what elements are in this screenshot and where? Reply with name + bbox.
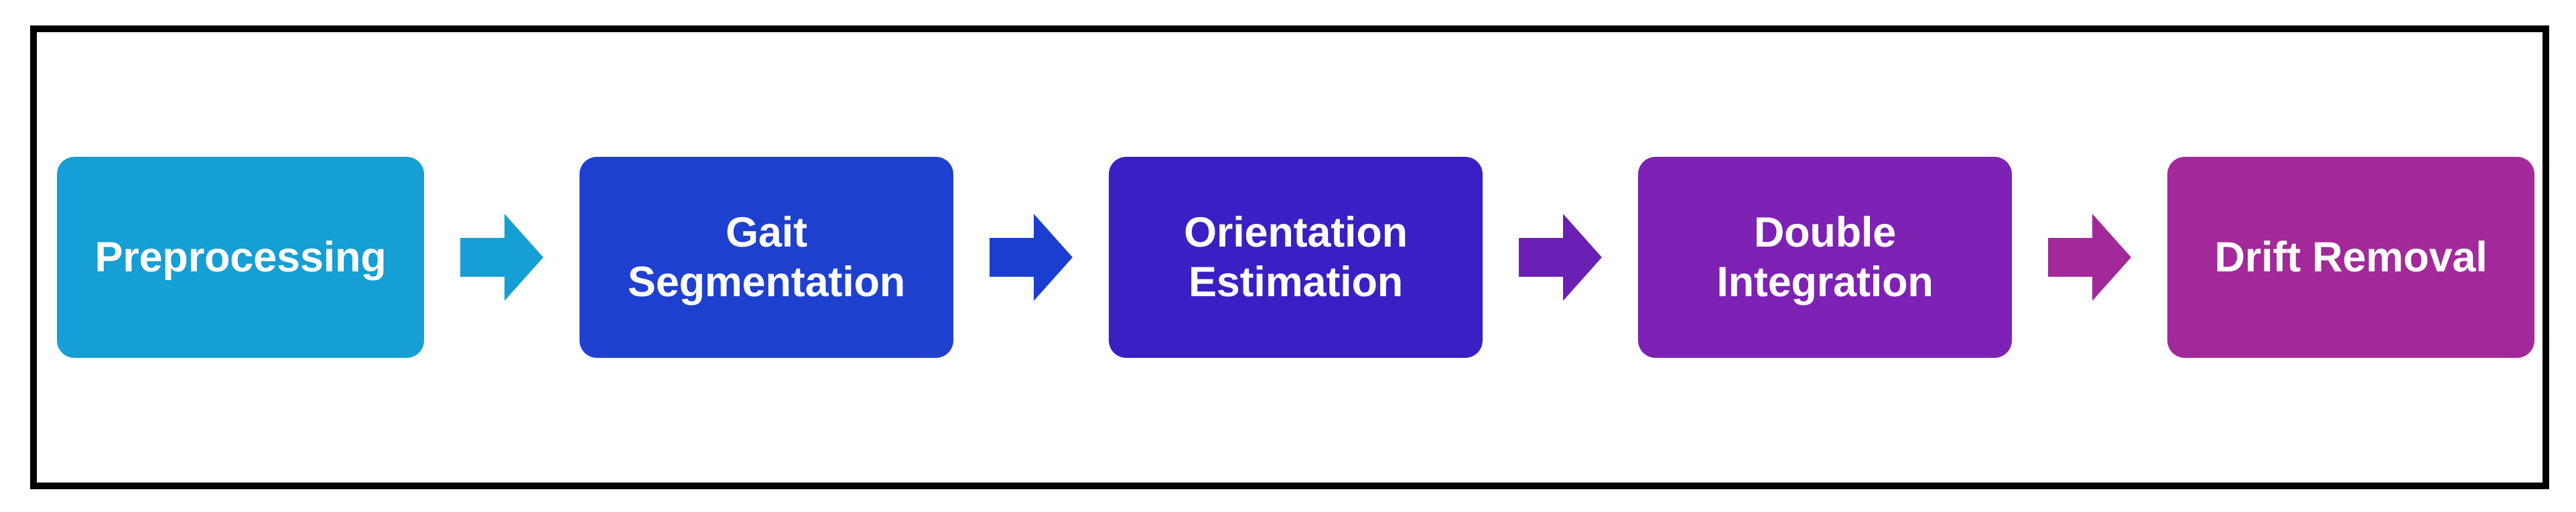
pipeline-flow: Preprocessing Gait Segmentation Orientat… — [37, 32, 2543, 483]
stage-box-drift-removal[interactable]: Drift Removal — [2167, 157, 2534, 358]
stage-label-orientation-estimation: Orientation Estimation — [1184, 208, 1408, 306]
arrow-right-icon-3 — [1519, 214, 1602, 301]
stage-label-gait-segmentation: Gait Segmentation — [627, 208, 906, 306]
arrow-right-icon-1 — [460, 214, 543, 301]
stage-label-drift-removal: Drift Removal — [2214, 233, 2488, 281]
stage-label-preprocessing: Preprocessing — [94, 233, 387, 281]
stage-label-double-integration: Double Integration — [1716, 208, 1934, 306]
diagram-frame: Preprocessing Gait Segmentation Orientat… — [30, 25, 2549, 489]
arrow-right-icon-2 — [990, 214, 1073, 301]
arrow-right-icon-4 — [2048, 214, 2131, 301]
stage-box-preprocessing[interactable]: Preprocessing — [57, 157, 424, 358]
stage-box-double-integration[interactable]: Double Integration — [1638, 157, 2012, 358]
stage-box-gait-segmentation[interactable]: Gait Segmentation — [580, 157, 953, 358]
stage-box-orientation-estimation[interactable]: Orientation Estimation — [1109, 157, 1483, 358]
